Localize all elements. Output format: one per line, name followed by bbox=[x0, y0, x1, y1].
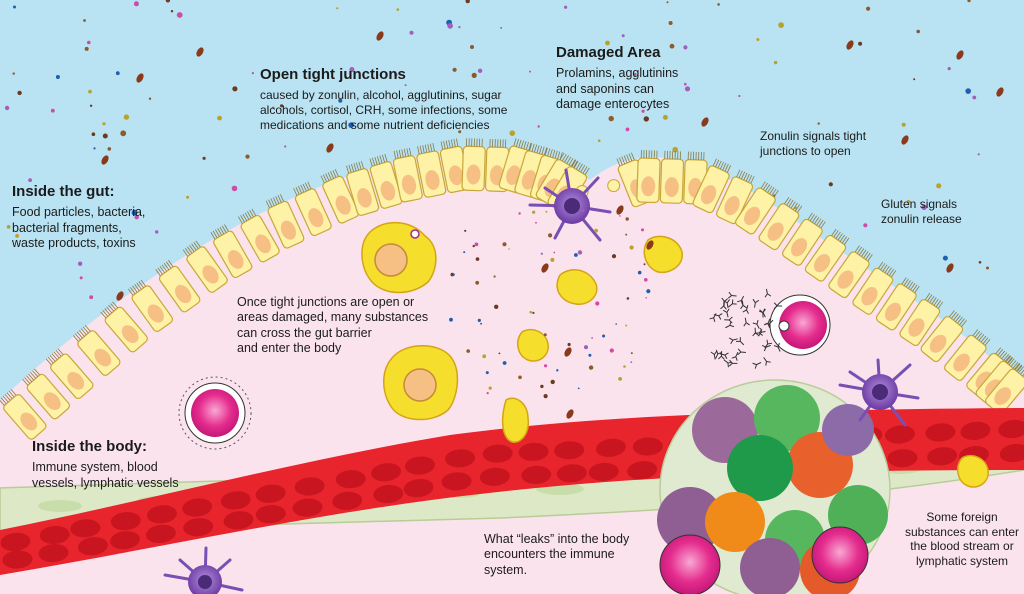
tissue-particles bbox=[449, 205, 654, 419]
enterocyte bbox=[716, 169, 755, 225]
damaged-area-text: Prolamins, agglutinins and saponins can … bbox=[556, 66, 679, 111]
inside-gut-title: Inside the gut: bbox=[12, 183, 115, 200]
enterocyte bbox=[659, 150, 685, 204]
enterocyte bbox=[22, 368, 70, 420]
enterocyte bbox=[944, 329, 991, 381]
enterocyte bbox=[155, 260, 201, 313]
immune-cell bbox=[769, 294, 831, 356]
antibodies bbox=[709, 288, 783, 369]
enterocyte bbox=[636, 150, 661, 204]
immune-cell bbox=[178, 376, 252, 450]
enterocyte bbox=[875, 277, 920, 331]
lymph-node bbox=[657, 379, 891, 594]
enterocyte bbox=[72, 325, 121, 376]
enterocyte bbox=[210, 224, 253, 279]
foreign-substances-label: Some foreign substances can enter the bl… bbox=[900, 510, 1024, 569]
inside-body-text: Immune system, blood vessels, lymphatic … bbox=[32, 460, 179, 490]
enterocyte bbox=[128, 279, 174, 332]
food-particles-small bbox=[501, 235, 989, 488]
food-particle-large bbox=[383, 345, 459, 421]
enterocyte bbox=[293, 181, 332, 237]
enterocyte bbox=[828, 245, 873, 299]
food-particle-large bbox=[361, 221, 437, 294]
dendritic-cell bbox=[838, 358, 920, 427]
enterocyte bbox=[237, 208, 280, 263]
lumen-particles bbox=[4, 0, 1004, 301]
enterocyte bbox=[852, 261, 897, 315]
enterocyte bbox=[416, 143, 447, 198]
open-tight-junctions-label: Open tight junctions caused by zonulin, … bbox=[260, 66, 540, 132]
enterocyte bbox=[265, 194, 305, 249]
enterocyte bbox=[320, 169, 360, 224]
zonulin-signals-text: Zonulin signals tight junctions to open bbox=[760, 129, 867, 158]
gluten-signals-label: Gluten signals zonulin release bbox=[881, 197, 1001, 226]
open-tight-junctions-title: Open tight junctions bbox=[260, 66, 406, 83]
inside-body-title: Inside the body: bbox=[32, 438, 148, 455]
enterocyte bbox=[607, 179, 621, 193]
enterocyte bbox=[392, 147, 423, 203]
damaged-area-title: Damaged Area bbox=[556, 44, 661, 61]
dendritic-cell bbox=[163, 546, 244, 594]
foreign-substances-text: Some foreign substances can enter the bl… bbox=[904, 510, 1020, 568]
enterocyte bbox=[758, 197, 803, 251]
open-tight-junctions-text: caused by zonulin, alcohol, agglutinins,… bbox=[260, 88, 508, 132]
enterocyte bbox=[461, 138, 486, 192]
enterocyte bbox=[735, 181, 779, 235]
enterocyte bbox=[781, 212, 826, 266]
epithelial-cell-layer bbox=[0, 138, 1024, 440]
gluten-signals-text: Gluten signals zonulin release bbox=[881, 197, 962, 226]
enterocyte bbox=[0, 389, 47, 440]
cross-barrier-text: Once tight junctions are open or areas d… bbox=[237, 295, 429, 355]
enterocyte bbox=[899, 292, 944, 347]
leaks-label: What “leaks” into the body encounters th… bbox=[484, 532, 664, 578]
enterocyte bbox=[692, 158, 732, 214]
dendritic-cell bbox=[528, 168, 612, 242]
enterocyte bbox=[182, 240, 228, 293]
leaks-text: What “leaks” into the body encounters th… bbox=[484, 532, 630, 577]
enterocyte bbox=[920, 310, 967, 363]
enterocyte bbox=[45, 348, 94, 400]
inside-gut-label: Inside the gut: Food particles, bacteria… bbox=[12, 183, 212, 251]
enterocyte bbox=[804, 228, 850, 282]
cross-barrier-label: Once tight junctions are open or areas d… bbox=[237, 295, 477, 356]
enterocyte bbox=[100, 301, 148, 353]
inside-gut-text: Food particles, bacteria, bacterial frag… bbox=[12, 205, 146, 250]
enterocyte bbox=[346, 161, 380, 216]
zonulin-signals-label: Zonulin signals tight junctions to open bbox=[760, 129, 910, 158]
inside-body-label: Inside the body: Immune system, blood ve… bbox=[32, 438, 222, 491]
damaged-area-label: Damaged Area Prolamins, agglutinins and … bbox=[556, 44, 726, 112]
